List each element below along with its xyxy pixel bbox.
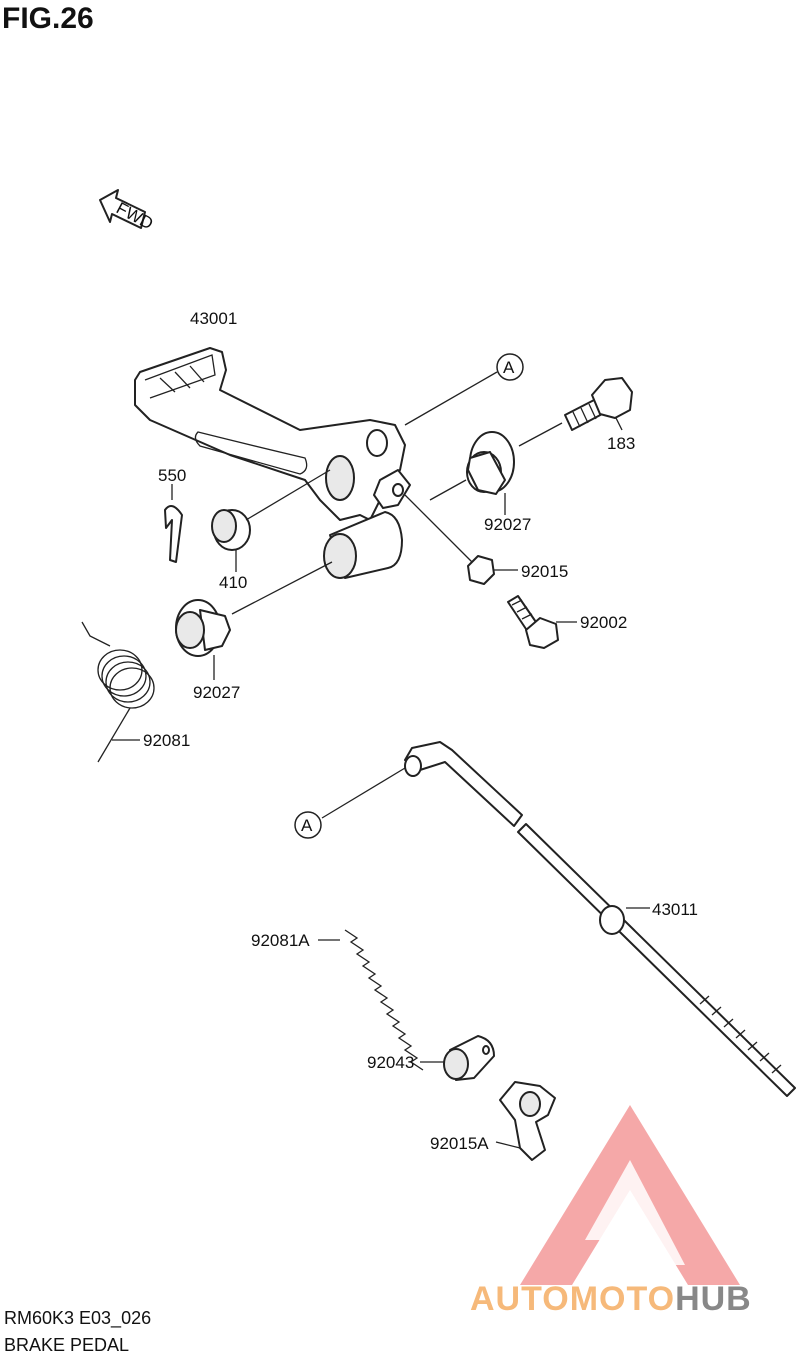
label-92015a: 92015A bbox=[430, 1134, 489, 1153]
watermark-text-part2: HUB bbox=[675, 1280, 752, 1318]
label-92043: 92043 bbox=[367, 1053, 414, 1072]
compression-spring-92081a-part bbox=[318, 929, 424, 1071]
label-92081a: 92081A bbox=[251, 931, 310, 950]
figure-title: FIG.26 bbox=[2, 2, 94, 35]
diagram-name: BRAKE PEDAL bbox=[4, 1335, 130, 1355]
label-92081: 92081 bbox=[143, 731, 190, 750]
watermark-text-part1: AUTOMOTO bbox=[470, 1280, 676, 1318]
label-410: 410 bbox=[219, 573, 247, 592]
label-183: 183 bbox=[607, 434, 635, 453]
bolt-183-part bbox=[564, 377, 633, 431]
label-92015: 92015 bbox=[521, 562, 568, 581]
fwd-label: FWD bbox=[113, 199, 156, 234]
watermark-text: AUTOMOTOHUB bbox=[470, 1280, 752, 1319]
collar-92027-upper-part bbox=[429, 422, 563, 515]
fwd-arrow-icon: FWD bbox=[99, 189, 156, 234]
label-43011: 43011 bbox=[652, 900, 698, 919]
label-43001: 43001 bbox=[190, 309, 237, 328]
ref-marker-a-upper-label: A bbox=[503, 358, 515, 377]
brake-rod-43011-part bbox=[404, 741, 796, 1097]
collar-92027-lower-part bbox=[175, 561, 333, 680]
brake-pedal-part bbox=[134, 347, 411, 521]
nut-92015-part bbox=[404, 494, 518, 585]
collar-92043-part bbox=[420, 1035, 495, 1081]
label-550: 550 bbox=[158, 466, 186, 485]
label-92027-lower: 92027 bbox=[193, 683, 240, 702]
ref-marker-a-lower: A bbox=[294, 767, 406, 839]
torsion-spring-92081-part bbox=[81, 621, 155, 763]
automotohub-logo-icon bbox=[520, 1105, 740, 1285]
diagram-code: RM60K3 E03_026 bbox=[4, 1308, 152, 1328]
washer-410-part bbox=[211, 469, 331, 572]
bolt-92002-part bbox=[507, 595, 577, 649]
pivot-sleeve bbox=[323, 511, 403, 579]
adjusting-nut-92015a-part bbox=[495, 1081, 556, 1161]
ref-marker-a-upper: A bbox=[404, 353, 524, 426]
label-92027-upper: 92027 bbox=[484, 515, 531, 534]
label-92002: 92002 bbox=[580, 613, 627, 632]
cotter-pin-550-part bbox=[164, 484, 183, 563]
ref-marker-a-lower-label: A bbox=[301, 816, 313, 835]
